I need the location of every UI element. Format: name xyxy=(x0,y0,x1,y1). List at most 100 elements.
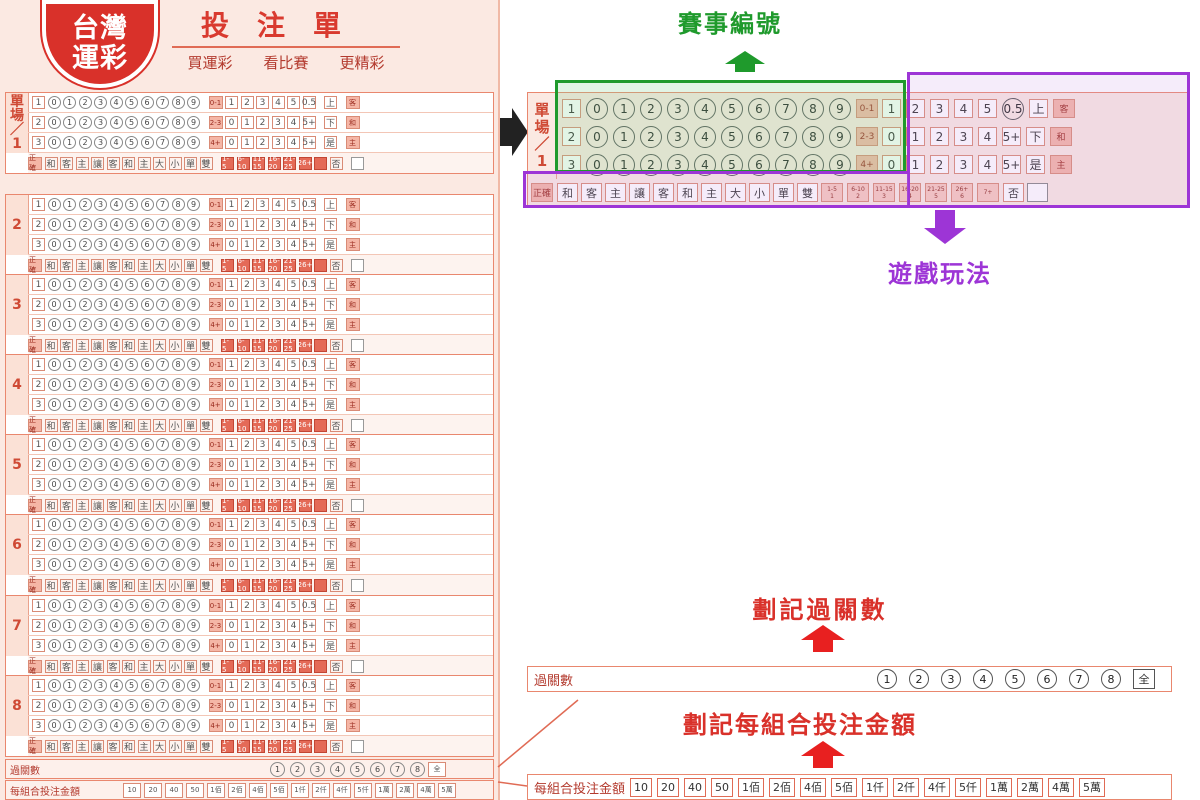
digit-bubble[interactable]: 2 xyxy=(78,116,92,129)
bet-type-box[interactable]: 和 xyxy=(44,338,58,352)
over-under-box[interactable]: 是 xyxy=(324,238,337,251)
digit-bubble[interactable]: 0 xyxy=(47,438,61,451)
digit-bubble[interactable]: 0 xyxy=(47,278,61,291)
over-under-box[interactable]: 下 xyxy=(324,458,337,471)
digit-bubble[interactable]: 7 xyxy=(156,238,169,251)
zoom-digit-bubble[interactable]: 0 xyxy=(586,125,608,148)
digit-bubble[interactable]: 1 xyxy=(63,96,76,109)
zoom-digit-bubble[interactable]: 2 xyxy=(640,125,662,148)
range-box[interactable]: 1-5 xyxy=(221,417,234,433)
row-id-box[interactable]: 2 xyxy=(32,538,45,551)
digit-bubble[interactable]: 5 xyxy=(125,136,138,149)
digit-bubble[interactable]: 0 xyxy=(47,619,61,632)
digit-bubble[interactable]: 2 xyxy=(78,358,92,371)
result-box[interactable]: 客 xyxy=(345,518,360,531)
stake-box[interactable]: 5萬 xyxy=(1079,777,1106,797)
digit-bubble[interactable]: 4 xyxy=(109,378,123,391)
row-id-box[interactable]: 1 xyxy=(32,438,45,451)
digit-bubble[interactable]: 7 xyxy=(156,278,169,291)
score-box[interactable]: 5 xyxy=(287,679,300,692)
score-box[interactable]: 1 xyxy=(225,278,238,291)
over-under-box[interactable]: 是 xyxy=(324,318,337,331)
zoom-no-box[interactable]: 否 xyxy=(1003,183,1024,202)
range-box[interactable]: 6-10 xyxy=(236,738,250,754)
range-box[interactable]: 1-5 xyxy=(221,658,234,674)
score-box[interactable]: 3 xyxy=(256,96,269,109)
digit-bubble[interactable]: 2 xyxy=(78,699,92,712)
score-box[interactable]: 0 xyxy=(225,719,238,732)
over-under-box[interactable]: 上 xyxy=(324,599,337,612)
digit-bubble[interactable]: 3 xyxy=(94,116,107,129)
bet-type-box[interactable]: 客 xyxy=(106,156,120,170)
bet-type-box[interactable]: 客 xyxy=(60,418,73,432)
zoom-digit-bubble[interactable]: 1 xyxy=(613,125,635,148)
digit-bubble[interactable]: 1 xyxy=(63,318,76,331)
score-box[interactable]: 0 xyxy=(225,458,238,471)
over-under-box[interactable]: 上 xyxy=(324,679,337,692)
bet-type-box[interactable]: 和 xyxy=(44,578,58,592)
digit-bubble[interactable]: 9 xyxy=(187,699,200,712)
bet-type-box[interactable]: 雙 xyxy=(199,659,213,673)
blank-checkbox[interactable] xyxy=(351,156,364,170)
digit-bubble[interactable]: 7 xyxy=(156,719,169,732)
digit-bubble[interactable]: 1 xyxy=(63,458,76,471)
score-box[interactable]: 5+ xyxy=(302,238,316,251)
range-box[interactable]: 11-15 xyxy=(252,577,265,593)
over-under-box[interactable]: 是 xyxy=(324,719,337,732)
score-box[interactable]: 0.5 xyxy=(301,518,317,531)
bet-type-box[interactable]: 和 xyxy=(44,418,58,432)
score-box[interactable]: 4 xyxy=(287,378,300,391)
score-box[interactable]: 2 xyxy=(256,538,269,551)
score-box[interactable]: 2 xyxy=(256,318,269,331)
score-box[interactable]: 4 xyxy=(287,218,300,231)
score-box[interactable]: 0 xyxy=(225,298,238,311)
over-under-box[interactable]: 上 xyxy=(324,278,337,291)
digit-bubble[interactable]: 1 xyxy=(63,719,76,732)
range-box[interactable]: 6-10 xyxy=(236,337,250,353)
parlay-bubble[interactable]: 1 xyxy=(877,669,898,689)
bet-type-box[interactable]: 小 xyxy=(168,498,182,512)
score-box[interactable]: 3 xyxy=(256,358,269,371)
zoom-bet-type-box[interactable]: 單 xyxy=(773,183,794,202)
blank-checkbox[interactable] xyxy=(351,498,364,512)
score-box[interactable]: 3 xyxy=(271,558,285,571)
score-box[interactable]: 1 xyxy=(225,358,238,371)
zoom-digit-bubble[interactable]: 3 xyxy=(667,125,689,148)
row-id-box[interactable]: 1 xyxy=(32,198,45,211)
range-box[interactable]: 1-5 xyxy=(221,497,234,513)
range-box[interactable]: 21-25 xyxy=(283,497,296,513)
score-box[interactable]: 4 xyxy=(271,96,285,109)
range-box[interactable] xyxy=(314,739,327,753)
over-under-box[interactable]: 是 xyxy=(324,398,337,411)
digit-bubble[interactable]: 9 xyxy=(187,478,200,491)
score-box[interactable]: 2 xyxy=(240,438,254,451)
zoom-digit-bubble[interactable]: 5 xyxy=(721,125,743,148)
score-box[interactable]: 1 xyxy=(240,398,254,411)
digit-bubble[interactable]: 0 xyxy=(47,218,61,231)
score-box[interactable]: 3 xyxy=(271,458,285,471)
digit-bubble[interactable]: 5 xyxy=(125,398,138,411)
digit-bubble[interactable]: 7 xyxy=(156,538,169,551)
range-box[interactable]: 16-20 xyxy=(267,417,281,433)
digit-bubble[interactable]: 4 xyxy=(109,679,123,692)
result-box[interactable]: 和 xyxy=(345,378,360,391)
digit-bubble[interactable]: 1 xyxy=(63,398,76,411)
digit-bubble[interactable]: 5 xyxy=(125,378,138,391)
digit-bubble[interactable]: 0 xyxy=(47,238,61,251)
score-box[interactable]: 3 xyxy=(271,699,285,712)
zoom-over-under[interactable]: 上 xyxy=(1029,99,1048,118)
zoom-bet-type-box[interactable]: 讓 xyxy=(629,183,650,202)
slip-stake-box[interactable]: 2佰 xyxy=(228,782,246,798)
over-under-box[interactable]: 上 xyxy=(324,198,337,211)
digit-bubble[interactable]: 6 xyxy=(140,558,154,571)
result-box[interactable]: 主 xyxy=(345,478,360,491)
digit-bubble[interactable]: 7 xyxy=(156,318,169,331)
digit-bubble[interactable]: 4 xyxy=(109,398,123,411)
digit-bubble[interactable]: 0 xyxy=(47,478,61,491)
no-box[interactable]: 否 xyxy=(329,578,343,592)
digit-bubble[interactable]: 9 xyxy=(187,238,200,251)
stake-box[interactable]: 40 xyxy=(684,777,707,797)
digit-bubble[interactable]: 9 xyxy=(187,298,200,311)
zoom-score-box[interactable]: 1 xyxy=(906,155,925,174)
digit-bubble[interactable]: 1 xyxy=(63,116,76,129)
